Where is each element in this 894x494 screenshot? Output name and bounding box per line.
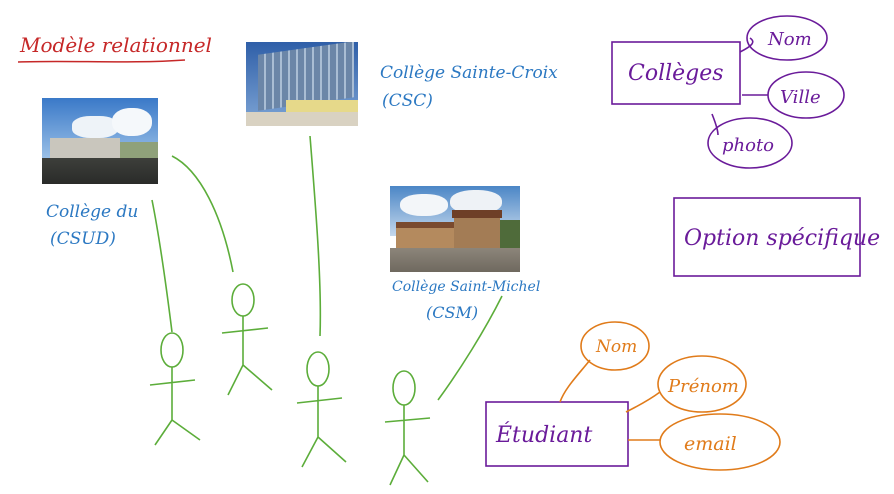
attr-colleges-ville: Ville — [780, 87, 821, 108]
stick-figure-1 — [149, 332, 201, 446]
line-csm-student4 — [437, 295, 503, 401]
entity-colleges-label: Collèges — [628, 61, 724, 86]
entity-option-label: Option spécifique — [684, 226, 880, 251]
stick-figure-4 — [384, 370, 431, 486]
line-csud-student1 — [151, 199, 173, 333]
attr-colleges-photo: photo — [722, 135, 774, 156]
college-csc-name: Collège Sainte-Croix — [380, 63, 558, 83]
college-csm-code: (CSM) — [426, 303, 478, 322]
line-csud-student2 — [171, 155, 234, 273]
attr-etudiant-prenom: Prénom — [667, 376, 739, 397]
college-csud-code: (CSUD) — [50, 229, 116, 249]
attr-etudiant-email: email — [684, 433, 737, 455]
photo-college-csud — [42, 98, 158, 184]
entity-etudiant — [485, 321, 781, 471]
entity-colleges — [611, 15, 845, 169]
page-title: Modèle relationnel — [19, 33, 212, 57]
photo-college-csm — [390, 186, 520, 272]
title-underline — [17, 59, 186, 63]
college-csud-name: Collège du — [46, 202, 138, 222]
entity-option — [673, 197, 861, 277]
line-csc-student3 — [309, 135, 322, 337]
entity-etudiant-label: Étudiant — [495, 421, 592, 448]
photo-college-csc — [246, 42, 358, 126]
attr-etudiant-nom: Nom — [595, 337, 637, 357]
stick-figure-3 — [296, 351, 347, 468]
relationship-lines — [151, 135, 503, 401]
college-csm-name: Collège Saint-Michel — [392, 279, 540, 295]
attr-colleges-nom: Nom — [767, 29, 812, 50]
stick-figure-2 — [221, 283, 273, 396]
college-csc-code: (CSC) — [382, 91, 433, 111]
